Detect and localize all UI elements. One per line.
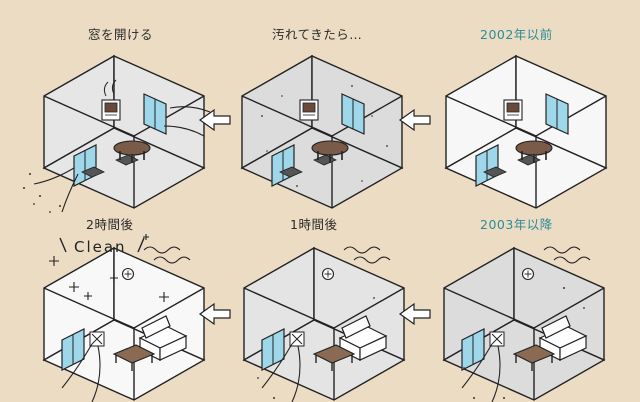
sparkle-icon: [49, 234, 149, 266]
label-after-2003: 2003年以降: [480, 217, 553, 232]
arrow-left-icon: [399, 109, 431, 131]
clean-text: Clean: [74, 238, 127, 256]
label-2-hours-later: 2時間後: [86, 217, 134, 232]
room-open-window: [23, 55, 211, 213]
label-1-hour-later: 1時間後: [290, 217, 338, 232]
room-2-hours-later: [43, 246, 205, 402]
label-before-2002: 2002年以前: [480, 27, 553, 42]
clean-annotation: Clean: [49, 234, 149, 266]
room-after-2003: [443, 246, 605, 402]
sparkle-icon: [69, 274, 169, 302]
label-open-window: 窓を開ける: [88, 27, 154, 42]
room-before-2002: [445, 55, 607, 209]
label-getting-dirty: 汚れてきたら…: [272, 27, 363, 42]
room-1-hour-later: [243, 246, 405, 402]
room-getting-dirty: [241, 55, 403, 209]
